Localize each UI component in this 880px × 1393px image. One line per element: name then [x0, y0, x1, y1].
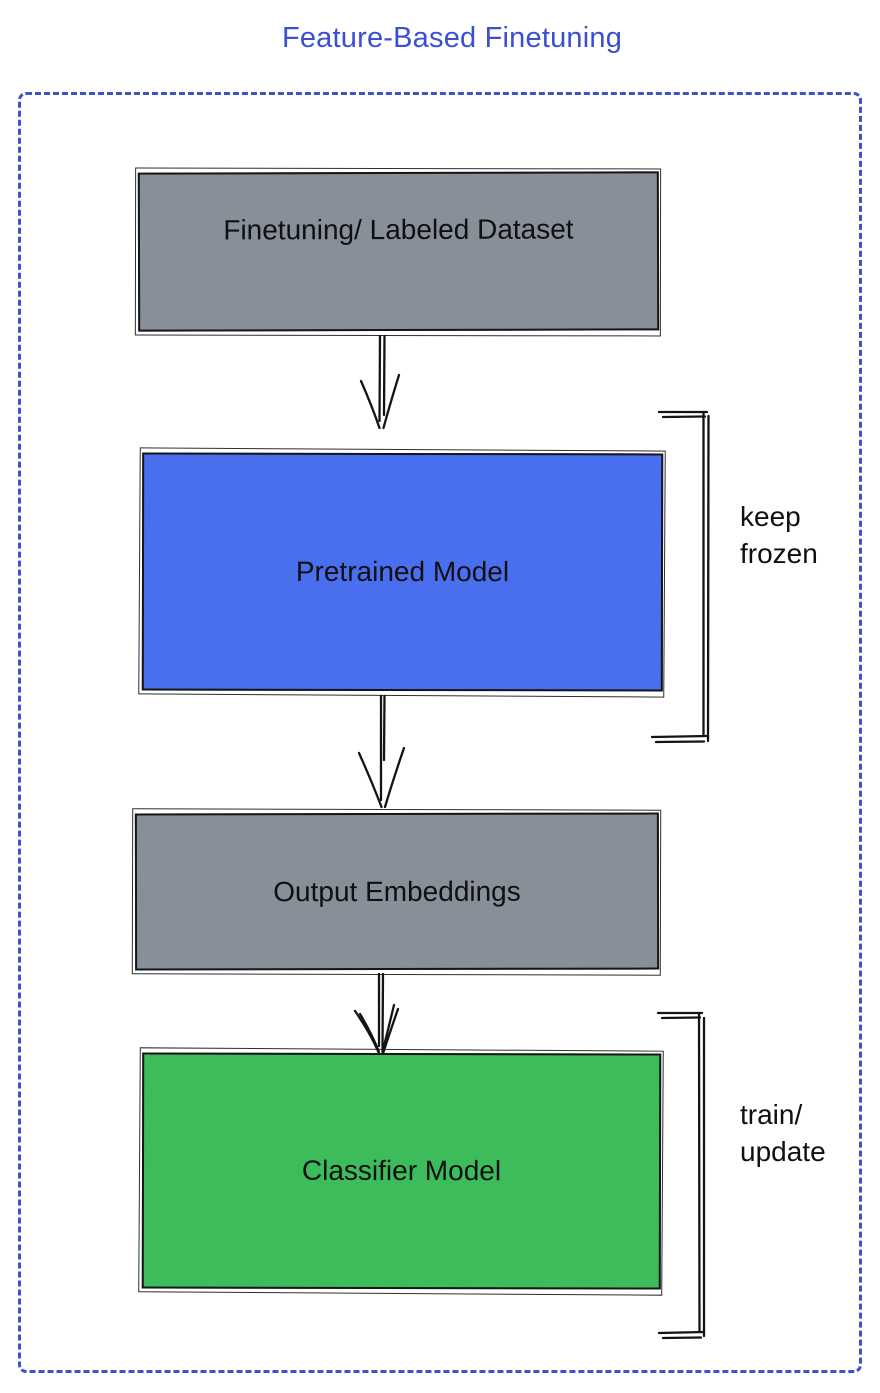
classifier-model-box-label: Classifier Model — [301, 1154, 502, 1187]
train-update-label: train/ update — [740, 1099, 826, 1167]
dataset-box: Finetuning/ Labeled Dataset — [137, 171, 660, 332]
dataset-box-label: Finetuning/ Labeled Dataset — [223, 213, 574, 246]
pretrained-model-box-label: Pretrained Model — [295, 555, 510, 588]
output-embeddings-box: Output Embeddings — [134, 812, 660, 971]
dashed-boundary — [18, 92, 862, 1373]
output-embeddings-box-label: Output Embeddings — [273, 875, 521, 907]
pretrained-model-box: Pretrained Model — [141, 452, 664, 692]
diagram-title: Feature-Based Finetuning — [281, 22, 623, 54]
keep-frozen-label: keep frozen — [740, 501, 818, 569]
classifier-model-box: Classifier Model — [141, 1052, 662, 1290]
